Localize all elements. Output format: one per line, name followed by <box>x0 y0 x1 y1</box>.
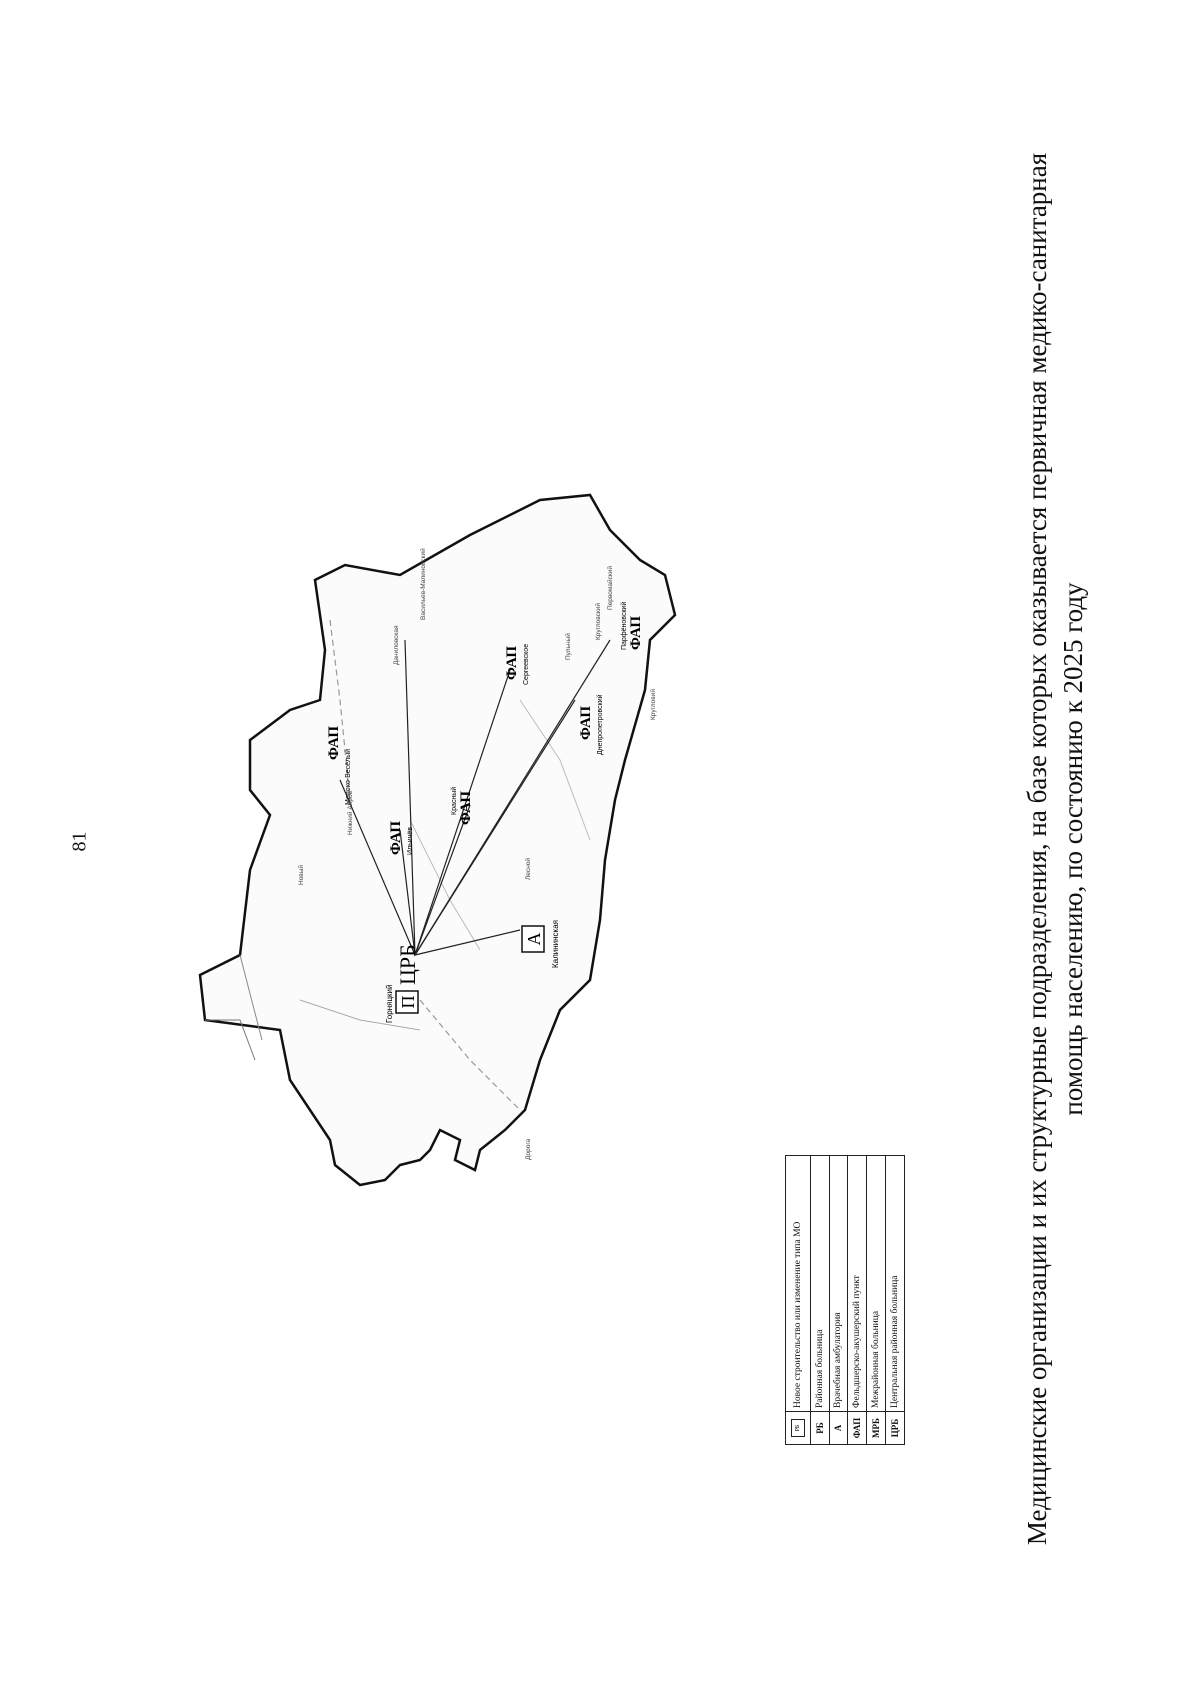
legend-text: Центральная районная больница <box>885 1155 905 1412</box>
fap-code: ФАП <box>388 821 404 855</box>
new-construction-symbol: РБ <box>790 1419 805 1437</box>
fap-marker-1: ФАП Молоко-Весёлый <box>326 726 352 805</box>
ambulatory-marker: А Калининская <box>521 920 560 968</box>
link-fap-3 <box>414 804 471 956</box>
crb-marker: П ЦРБ Горняцкий <box>385 944 420 1023</box>
crb-code: ЦРБ <box>395 944 420 985</box>
fap-code: ФАП <box>578 706 594 740</box>
legend-text: Районная больница <box>810 1155 830 1412</box>
fap-place: Молоко-Весёлый <box>344 749 352 805</box>
fap-code: ФАП <box>628 616 644 650</box>
settlement-label: Васильев-Малиновский <box>419 548 427 620</box>
caption: Медицинские организации и их структурные… <box>995 0 1115 1697</box>
settlement-label: Новый <box>297 865 305 885</box>
settlement-label: Нижний Абров <box>346 790 354 835</box>
ambulatory-code: А <box>524 933 544 946</box>
settlement-label: Первомайский <box>606 566 614 610</box>
fap-place: Сергеевское <box>523 644 530 685</box>
crb-place: Горняцкий <box>385 985 394 1023</box>
link-fap-6 <box>414 639 611 956</box>
legend-row: РБ Районная больница <box>810 1155 830 1445</box>
legend-code: МРБ <box>866 1411 886 1445</box>
settlement-label: Лесной <box>524 858 532 880</box>
caption-line-1: Медицинские организации и их структурные… <box>1022 152 1052 1545</box>
legend-row: ЦРБ Центральная районная больница <box>885 1155 905 1445</box>
fap-code: ФАП <box>326 726 342 760</box>
ambulatory-place: Калининская <box>551 920 560 968</box>
fap-marker-5: ФАП Днепропетровский <box>578 694 604 755</box>
legend-row: МРБ Межрайонная больница <box>866 1155 886 1445</box>
fap-marker-6: ФАП Парфёновский <box>620 602 644 650</box>
legend-row: ФАП Фельдшерско-акушерский пункт <box>847 1155 867 1445</box>
link-fap-2 <box>399 829 416 956</box>
fap-place: Днепропетровский <box>596 694 604 755</box>
legend-code: ЦРБ <box>885 1411 905 1445</box>
legend-code: ФАП <box>847 1411 867 1445</box>
fap-place: Красный <box>450 787 458 815</box>
fap-marker-4: ФАП Сергеевское <box>504 644 530 685</box>
legend-header-text: Новое строительство или изменение типа М… <box>785 1155 811 1412</box>
fap-place: Ильичёв <box>407 827 414 855</box>
fap-code: ФАП <box>504 646 520 680</box>
legend-text: Фельдшерско-акушерский пункт <box>847 1155 867 1412</box>
legend-code: А <box>829 1411 848 1445</box>
service-links <box>339 639 611 956</box>
legend-header-row: РБ Новое строительство или изменение тип… <box>785 1155 811 1445</box>
settlement-label: Кругловский <box>594 603 602 640</box>
settlement-label: Дорога <box>525 1138 532 1160</box>
legend-text: Межрайонная больница <box>866 1155 886 1412</box>
crb-box <box>395 990 419 1014</box>
link-north <box>404 639 416 956</box>
link-ambulatory <box>414 929 521 956</box>
caption-line-2: помощь населению, по состоянию к 2025 го… <box>1058 581 1088 1116</box>
legend: РБ Новое строительство или изменение тип… <box>740 1150 950 1450</box>
settlement-label: Пульный <box>564 633 572 660</box>
link-fap-1 <box>339 779 416 956</box>
fap-marker-2: ФАП Ильичёв <box>388 821 414 855</box>
legend-text: Врачебная амбулатория <box>829 1155 848 1412</box>
legend-table: РБ Новое строительство или изменение тип… <box>785 1155 905 1445</box>
district-boundary <box>198 493 677 1187</box>
fap-code: ФАП <box>458 791 474 825</box>
fap-place: Парфёновский <box>620 602 628 650</box>
legend-code: РБ <box>810 1411 830 1445</box>
settlement-label: Кругловий <box>649 689 657 720</box>
legend-row: А Врачебная амбулатория <box>829 1155 848 1445</box>
fap-marker-3: ФАП Красный <box>450 787 474 825</box>
link-fap-4 <box>414 669 511 956</box>
crb-box-code: П <box>398 996 418 1009</box>
settlement-label: Даниловская <box>393 625 400 665</box>
